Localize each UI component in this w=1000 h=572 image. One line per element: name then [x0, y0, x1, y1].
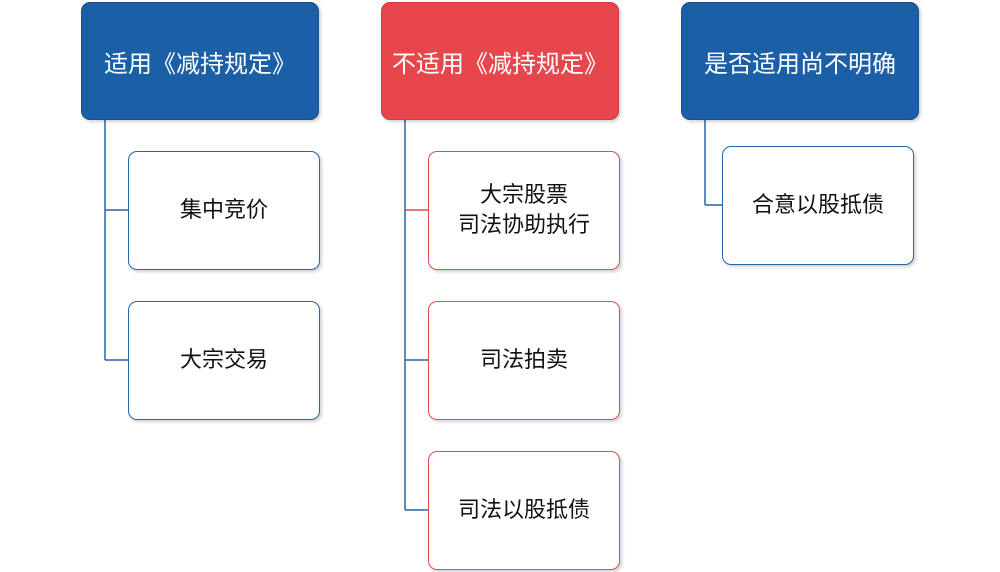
item-judicial-debt-offset: 司法以股抵债: [428, 451, 620, 570]
item-label: 集中竞价: [179, 197, 268, 223]
header-not-applicable: 不适用《减持规定》: [381, 2, 619, 120]
header-unclear: 是否适用尚不明确: [681, 2, 919, 120]
item-label-line1: 大宗股票: [479, 182, 568, 208]
header-unclear-label: 是否适用尚不明确: [704, 49, 896, 78]
header-applicable-label: 适用《减持规定》: [104, 49, 296, 78]
header-not-applicable-label: 不适用《减持规定》: [392, 49, 608, 78]
item-centralized-bidding: 集中竞价: [128, 151, 320, 270]
item-label: 司法以股抵债: [457, 497, 590, 523]
item-judicial-assistance: 大宗股票 司法协助执行: [428, 151, 620, 270]
item-consensual-debt-offset: 合意以股抵债: [722, 146, 914, 265]
item-label: 大宗交易: [179, 347, 268, 373]
item-judicial-auction: 司法拍卖: [428, 301, 620, 420]
item-label: 司法拍卖: [479, 347, 568, 373]
header-applicable: 适用《减持规定》: [81, 2, 319, 120]
item-block-trade: 大宗交易: [128, 301, 320, 420]
item-label: 合意以股抵债: [751, 192, 884, 218]
item-label-line2: 司法协助执行: [457, 212, 590, 238]
